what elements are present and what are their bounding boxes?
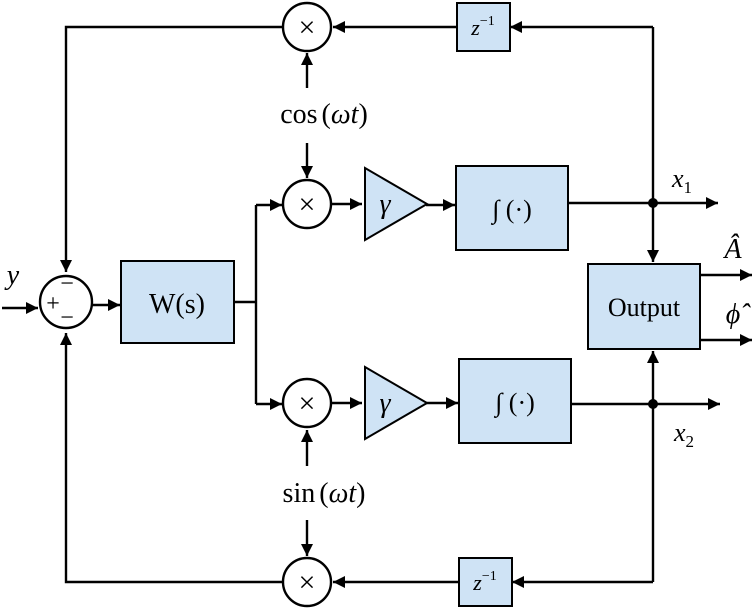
cos-open-paren: ( bbox=[322, 99, 331, 130]
multiplier-lower-sign: × bbox=[299, 387, 316, 420]
multiplier-bottom: × bbox=[281, 556, 333, 608]
gain-lower: γ bbox=[364, 365, 429, 441]
w-filter-block: W(s) bbox=[120, 260, 235, 344]
sin-reference-label: sin(ωt) bbox=[283, 478, 366, 509]
signal-phase-label: ϕ̂ bbox=[726, 299, 751, 330]
wire-mult-top-to-sum bbox=[60, 25, 284, 272]
multiplier-lower: × bbox=[281, 377, 333, 429]
delay-bottom-base: z bbox=[472, 570, 482, 595]
signal-x2-sub: 2 bbox=[686, 432, 695, 451]
output-label: Output bbox=[608, 293, 681, 322]
signal-amplitude-label: Â bbox=[722, 234, 742, 265]
multiplier-upper: × bbox=[281, 178, 333, 230]
cos-argument: ωt bbox=[331, 99, 360, 130]
signal-x1-base: x bbox=[671, 164, 684, 193]
multiplier-upper-sign: × bbox=[299, 188, 316, 221]
multiplier-top-sign: × bbox=[299, 11, 316, 44]
integrator-lower-label: ∫ (·) bbox=[493, 388, 535, 418]
gain-upper: γ bbox=[364, 166, 429, 242]
delay-bottom: z−1 bbox=[458, 557, 513, 607]
sum-plus-sign: + bbox=[46, 291, 60, 317]
sum-minus-sign-top: − bbox=[60, 271, 74, 297]
delay-top: z−1 bbox=[456, 2, 511, 52]
integrator-upper-label: ∫ (·) bbox=[490, 195, 532, 225]
cos-close-paren: ) bbox=[358, 99, 367, 130]
delay-top-base: z bbox=[470, 15, 480, 40]
junction-dot-x1 bbox=[648, 198, 658, 208]
w-filter-label: W(s) bbox=[149, 289, 205, 320]
delay-bottom-exp: −1 bbox=[482, 569, 497, 584]
output-block: Output bbox=[587, 263, 701, 350]
gain-upper-label: γ bbox=[379, 189, 391, 220]
wire-mult-bottom-to-sum bbox=[60, 333, 284, 584]
sin-open-paren: ( bbox=[319, 478, 328, 509]
svg-text:z−1: z−1 bbox=[472, 569, 496, 595]
signal-x2-label: x2 bbox=[673, 418, 694, 451]
gain-lower-label: γ bbox=[379, 388, 391, 419]
svg-text:z−1: z−1 bbox=[470, 14, 494, 40]
summing-junction: + − − bbox=[38, 271, 94, 331]
signal-x1-label: x1 bbox=[671, 164, 692, 197]
integrator-lower: ∫ (·) bbox=[458, 358, 572, 444]
delay-top-exp: −1 bbox=[480, 14, 495, 29]
signal-input-label: y bbox=[4, 260, 20, 291]
junction-dot-x2 bbox=[648, 399, 658, 409]
sin-close-paren: ) bbox=[356, 478, 365, 509]
integrator-upper: ∫ (·) bbox=[455, 165, 569, 251]
cos-func: cos bbox=[280, 99, 317, 130]
wires bbox=[2, 21, 752, 588]
signal-x2-base: x bbox=[673, 418, 686, 447]
cos-reference-label: cos(ωt) bbox=[280, 99, 368, 130]
sin-argument: ωt bbox=[329, 478, 358, 509]
sin-func: sin bbox=[283, 478, 316, 509]
signal-x1-sub: 1 bbox=[684, 178, 693, 197]
multiplier-bottom-sign: × bbox=[299, 566, 316, 599]
multiplier-top: × bbox=[281, 1, 333, 53]
sum-minus-sign-bottom: − bbox=[60, 305, 74, 331]
